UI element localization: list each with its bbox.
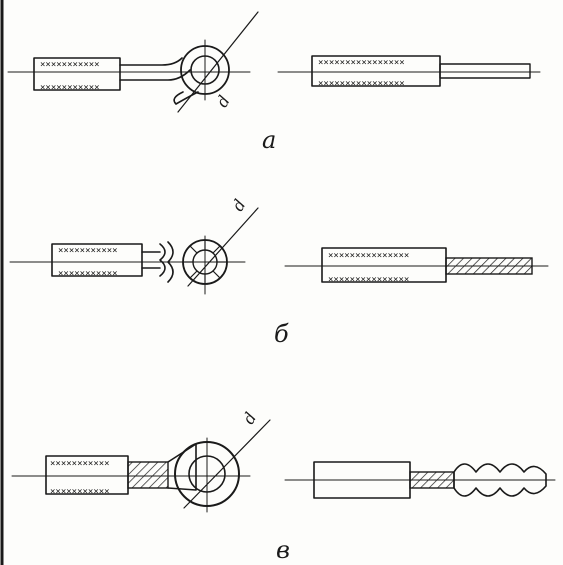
panel-c-stripped-wire — [284, 461, 556, 499]
svg-text:×××××××××××: ××××××××××× — [58, 269, 118, 279]
svg-text:××××××××××××××××: ×××××××××××××××× — [318, 79, 405, 89]
twisted-conductor — [445, 257, 533, 275]
panel-b-loop-wire: ××××××××××× ××××××××××× — [9, 196, 259, 295]
panel-a-diameter-line — [177, 11, 259, 113]
panel-b: ××××××××××× ××××××××××× — [9, 196, 549, 348]
panel-c-diameter-label: d — [239, 409, 261, 427]
panel-a: ××××××××××× ××××××××××× d ××××××××××××××… — [7, 11, 541, 154]
panel-a-caption: а — [262, 126, 276, 154]
svg-text:×××××××××××: ××××××××××× — [50, 459, 110, 469]
svg-text:××××××××××××××××: ×××××××××××××××× — [318, 58, 405, 68]
panel-b-diameter-line — [187, 207, 259, 287]
panel-c-caption: в — [276, 536, 290, 564]
panel-b-caption: б — [274, 320, 289, 348]
svg-text:×××××××××××: ××××××××××× — [50, 487, 110, 497]
svg-text:×××××××××××: ××××××××××× — [40, 60, 100, 70]
panel-a-diameter-label: d — [212, 92, 234, 110]
panel-c-loop-wire: ××××××××××× ××××××××××× d — [11, 409, 271, 513]
wavy-conductor — [453, 463, 547, 497]
svg-text:×××××××××××××××: ××××××××××××××× — [328, 275, 409, 285]
panel-b-stripped-wire: ××××××××××××××× ××××××××××××××× — [284, 247, 549, 285]
wire-insulation — [33, 57, 121, 91]
panel-c: ××××××××××× ××××××××××× d в — [11, 409, 556, 564]
panel-b-diameter-label: d — [228, 196, 250, 214]
bare-conductor — [439, 63, 531, 79]
svg-text:×××××××××××××××: ××××××××××××××× — [328, 251, 409, 261]
wire-insulation — [51, 243, 143, 277]
panel-a-loop-wire: ××××××××××× ××××××××××× d — [7, 11, 259, 113]
panel-c-diameter-line — [183, 419, 271, 509]
panel-a-stripped-wire: ×××××××××××××××× ×××××××××××××××× — [277, 55, 541, 89]
svg-text:×××××××××××: ××××××××××× — [58, 246, 118, 256]
svg-text:×××××××××××: ××××××××××× — [40, 83, 100, 93]
